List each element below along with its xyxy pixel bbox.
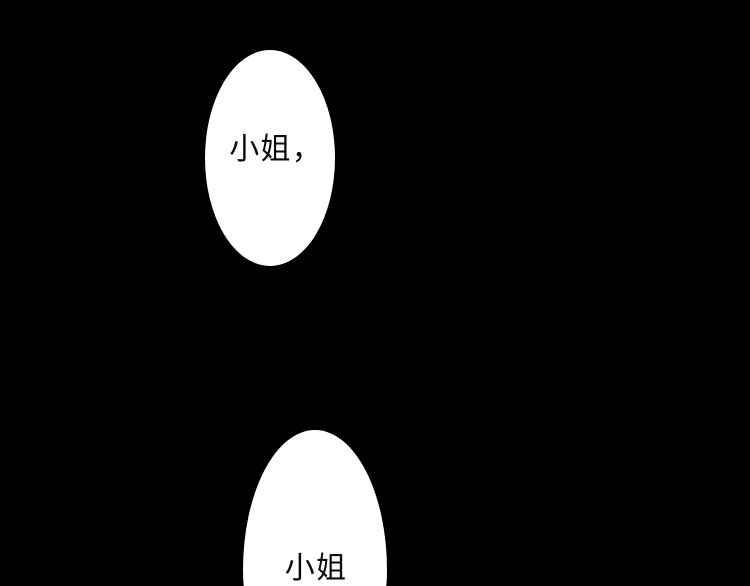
speech-bubble-2-text: 小姐: [284, 551, 348, 586]
speech-bubble-1-text: 小姐，: [229, 132, 323, 167]
speech-bubble-1: 小姐，: [205, 50, 335, 266]
speech-bubble-2: 小姐: [243, 430, 387, 586]
